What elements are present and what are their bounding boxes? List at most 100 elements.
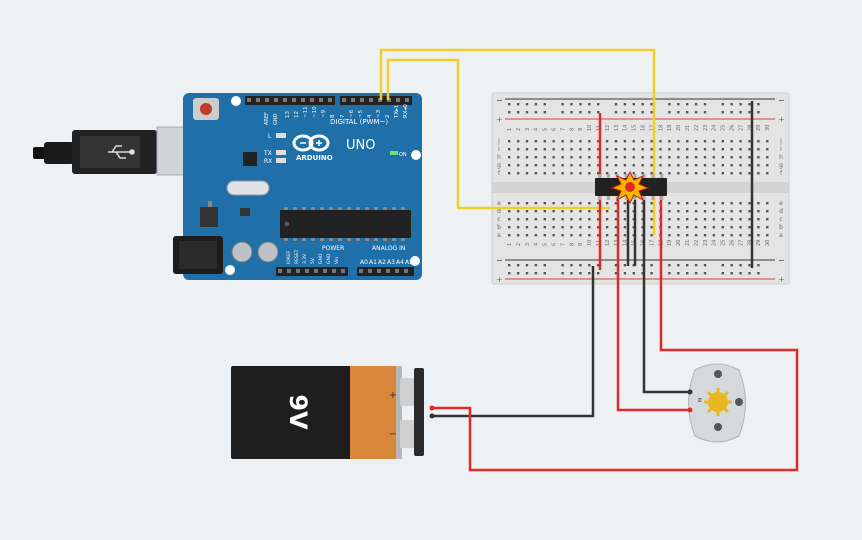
wire-yellow-1[interactable] <box>379 48 656 235</box>
wire-black-motor[interactable] <box>642 196 690 394</box>
led-tx-label: TX <box>263 150 272 157</box>
breadboard-row-label: g <box>497 162 501 169</box>
breadboard-column-label: 1 <box>507 243 513 246</box>
digital-pin-label: ~9 <box>321 109 327 118</box>
breadboard-column-label: 9 <box>578 128 584 131</box>
analog-pin-label: A4 <box>396 259 404 266</box>
breadboard-column-label: 17 <box>649 125 655 131</box>
power-pin-label: Vin <box>334 257 340 264</box>
breadboard-column-label: 26 <box>730 240 736 246</box>
dc-motor[interactable]: M <box>687 363 746 443</box>
wire-red-motor[interactable] <box>616 196 690 412</box>
power-pin-label: 5V <box>310 257 316 264</box>
power-label: POWER <box>322 245 344 252</box>
breadboard-column-label: 21 <box>685 125 691 131</box>
breadboard-column-label: 23 <box>703 240 709 246</box>
breadboard-column-label: 15 <box>632 125 638 131</box>
breadboard-column-label: 24 <box>712 125 718 131</box>
wire-yellow-2[interactable] <box>386 58 610 210</box>
breadboard-column-label: 12 <box>605 125 611 131</box>
breadboard-column-label: 22 <box>694 125 700 131</box>
breadboard-row-label: a <box>779 232 783 239</box>
breadboard-row-label: j <box>497 138 500 145</box>
breadboard-column-label: 24 <box>712 240 718 246</box>
gnd-top-label: GND <box>273 113 279 125</box>
digital-pin-label: ~11 <box>303 106 309 118</box>
warning-burst-icon[interactable] <box>610 170 650 205</box>
breadboard-column-label: 20 <box>676 125 682 131</box>
breadboard-column-label: 8 <box>569 243 575 246</box>
breadboard-row-label: i <box>780 146 782 153</box>
breadboard-column-label: 28 <box>747 125 753 131</box>
breadboard-column-label: 4 <box>534 243 540 246</box>
digital-pin-label: ~6 <box>349 109 355 118</box>
breadboard-column-label: 9 <box>578 243 584 246</box>
wire-black-battery-gnd[interactable] <box>430 266 595 418</box>
power-header[interactable] <box>276 267 348 276</box>
breadboard-column-label: 13 <box>614 125 620 131</box>
breadboard-row-label: j <box>779 138 782 145</box>
breadboard-row-label: h <box>779 154 783 161</box>
power-jack[interactable] <box>173 236 223 274</box>
breadboard-column-label: 30 <box>765 240 771 246</box>
wire-red-battery[interactable] <box>430 196 799 472</box>
arduino-logo-icon <box>292 134 330 152</box>
usb-cable[interactable] <box>33 126 206 176</box>
breadboard-row-label: g <box>779 162 783 169</box>
digital-pin-label: TX▸1 <box>394 105 400 119</box>
breadboard-column-label: 14 <box>623 125 629 131</box>
breadboard-column-label: 17 <box>649 240 655 246</box>
breadboard-row-label: c <box>497 216 500 223</box>
analog-pin-label: A5 <box>405 259 413 266</box>
breadboard-row-label: d <box>779 208 783 215</box>
breadboard-column-label: 5 <box>543 128 549 131</box>
breadboard-column-label: 2 <box>516 243 522 246</box>
rail-minus-bottom-left: − <box>496 256 503 265</box>
motor-gear-icon <box>704 388 732 416</box>
breadboard-column-label: 8 <box>569 128 575 131</box>
battery-plus-label: + <box>389 390 397 401</box>
breadboard-column-label: 16 <box>641 125 647 131</box>
analog-pin-label: A3 <box>387 259 395 266</box>
digital-header[interactable] <box>245 96 412 105</box>
breadboard-column-label: 5 <box>543 243 549 246</box>
breadboard-column-label: 6 <box>552 243 558 246</box>
rail-plus-top-right: + <box>778 115 785 124</box>
breadboard-row-label: c <box>779 216 782 223</box>
power-pin-label: 3.3V <box>302 253 308 264</box>
breadboard-column-label: 25 <box>721 240 727 246</box>
power-pin-label: GND <box>318 253 324 264</box>
arduino-model-text: UNO <box>346 138 375 153</box>
usb-icon <box>108 145 135 159</box>
breadboard-column-label: 27 <box>738 240 744 246</box>
battery-9v[interactable]: 9V + − <box>231 366 435 459</box>
digital-pin-label: 13 <box>285 111 291 118</box>
digital-pin-label: 4 <box>367 114 373 118</box>
breadboard-row-label: i <box>498 146 500 153</box>
reset-button[interactable] <box>193 98 219 120</box>
breadboard-column-label: 4 <box>534 128 540 131</box>
breadboard-column-label: 3 <box>525 128 531 131</box>
breadboard-column-label: 7 <box>560 243 566 246</box>
analog-header[interactable] <box>357 267 414 276</box>
power-pin-label: GND <box>326 253 332 264</box>
breadboard-column-label: 10 <box>587 240 593 246</box>
analog-pin-label: A1 <box>369 259 377 266</box>
led-on-label: ON <box>399 152 407 158</box>
analog-in-label: ANALOG IN <box>372 245 405 252</box>
digital-pin-label: 7 <box>340 114 346 118</box>
digital-pin-label: RX◂0 <box>403 104 409 118</box>
breadboard-column-label: 22 <box>694 240 700 246</box>
breadboard-column-label: 25 <box>721 125 727 131</box>
breadboard-row-label: e <box>497 200 501 207</box>
breadboard-column-label: 19 <box>667 125 673 131</box>
breadboard-column-label: 18 <box>658 125 664 131</box>
breadboard-row-label: b <box>779 224 783 231</box>
breadboard-column-label: 20 <box>676 240 682 246</box>
breadboard-column-label: 27 <box>738 125 744 131</box>
breadboard-row-label: f <box>498 170 501 177</box>
breadboard-column-label: 14 <box>623 240 629 246</box>
atmega-chip <box>280 207 411 241</box>
